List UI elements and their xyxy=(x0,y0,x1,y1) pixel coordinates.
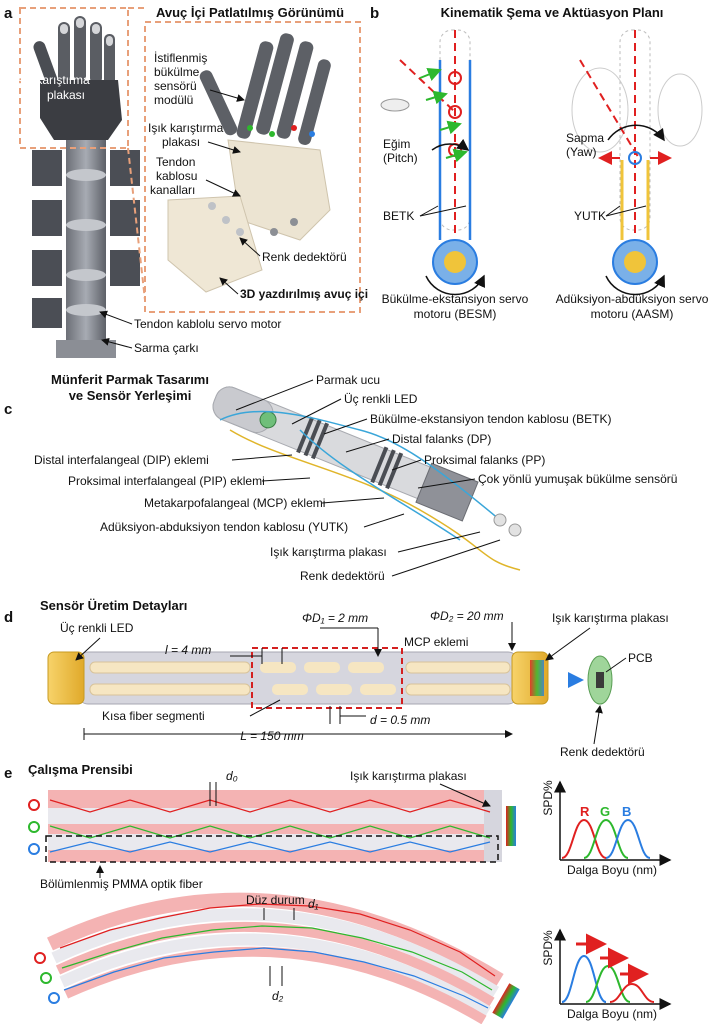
short-fiber-label: Kısa fiber segmenti xyxy=(102,709,205,723)
stacked-label-4: modülü xyxy=(154,93,193,107)
panel-c-letter: c xyxy=(4,401,12,418)
pitch-label-1: Eğim xyxy=(383,137,410,151)
panel-b-letter: b xyxy=(370,5,379,22)
stacked-label-2: bükülme xyxy=(154,65,200,79)
plate-label-line1: Işık karıştırma xyxy=(14,73,90,87)
sensor-fiber-illustration xyxy=(47,647,613,709)
spd-axis-label-2: SPD% xyxy=(541,930,555,966)
tendon-label-2: kablosu xyxy=(156,169,197,183)
exploded-palm-illustration xyxy=(167,33,331,293)
wheel-label: Sarma çarkı xyxy=(134,341,199,355)
panel-a-letter: a xyxy=(4,5,13,22)
panel-c-title-1: Münferit Parmak Tasarımı xyxy=(51,372,209,387)
spd-chart-straight xyxy=(554,780,672,866)
spd-chart-bent xyxy=(554,928,672,1010)
mcp-d-label: MCP eklemi xyxy=(404,635,468,649)
panel-c: c Münferit Parmak Tasarımı ve Sensör Yer… xyxy=(4,372,677,583)
servo-label: Tendon kablolu servo motor xyxy=(134,317,281,331)
r-label: R xyxy=(580,804,590,819)
panel-e-letter: e xyxy=(4,765,12,782)
l-label: l = 4 mm xyxy=(165,643,211,657)
betk-label: BETK xyxy=(383,209,414,223)
stacked-label-1: İstiflenmiş xyxy=(154,51,207,65)
besm-label-2: motoru (BESM) xyxy=(414,307,497,321)
panel-a: a xyxy=(4,5,368,358)
panel-e-title: Çalışma Prensibi xyxy=(28,762,133,777)
plate-e-label: Işık karıştırma plakası xyxy=(350,769,467,783)
b-label: B xyxy=(622,804,631,819)
dp-label: Distal falanks (DP) xyxy=(392,432,491,446)
pitch-label-2: (Pitch) xyxy=(383,151,418,165)
d1-label: d₁ xyxy=(308,897,319,911)
wavelength-label: Dalga Boyu (nm) xyxy=(567,863,657,877)
wavelength-label-2: Dalga Boyu (nm) xyxy=(567,1007,657,1021)
d2-label: d₂ xyxy=(272,989,284,1003)
detector-d-label: Renk dedektörü xyxy=(560,745,645,759)
plate-c-label: Işık karıştırma plakası xyxy=(270,545,387,559)
dip-label: Distal interfalangeal (DIP) eklemi xyxy=(34,453,209,467)
bent-fiber-illustration xyxy=(34,892,520,1024)
hand-highlight-box xyxy=(19,7,129,149)
panel-a-title: Avuç İçi Patlatılmış Görünümü xyxy=(156,5,344,20)
mix-plate-label-2: plakası xyxy=(162,135,200,149)
stacked-label-3: sensörü xyxy=(154,79,197,93)
plate-d-label: Işık karıştırma plakası xyxy=(552,611,669,625)
pcb-label: PCB xyxy=(628,651,653,665)
yaw-label-1: Sapma xyxy=(566,131,604,145)
L-label: L = 150 mm xyxy=(240,729,303,743)
phi-d2-label: ΦD₂ = 20 mm xyxy=(430,609,504,623)
tendon-label-1: Tendon xyxy=(156,155,195,169)
panel-c-title-2: ve Sensör Yerleşimi xyxy=(69,388,192,403)
panel-b-title: Kinematik Şema ve Aktüasyon Planı xyxy=(441,5,664,20)
panel-d-letter: d xyxy=(4,609,13,626)
yutk-cable-label: Adüksiyon-abduksiyon tendon kablosu (YUT… xyxy=(100,520,348,534)
yaw-label-2: (Yaw) xyxy=(566,145,596,159)
fiber-label: Bölümlenmiş PMMA optik fiber xyxy=(40,877,203,891)
exploded-view-box xyxy=(144,21,361,313)
besm-label-1: Bükülme-ekstansiyon servo xyxy=(382,292,529,306)
mix-plate-label-1: Işık karıştırma xyxy=(148,121,224,135)
pp-label: Proksimal falanks (PP) xyxy=(424,453,545,467)
palm-label: 3D yazdırılmış avuç içi xyxy=(240,287,368,301)
aasm-label-1: Adüksiyon-abdüksiyon servo xyxy=(556,292,709,306)
tendon-label-3: kanalları xyxy=(150,183,195,197)
straight-fiber-illustration xyxy=(28,790,516,863)
d0-label: d₀ xyxy=(226,769,238,783)
robot-hand-illustration xyxy=(32,16,140,358)
detector-label: Renk dedektörü xyxy=(262,250,347,264)
sensor-label: Çok yönlü yumuşak bükülme sensörü xyxy=(478,472,677,486)
g-label: G xyxy=(600,804,610,819)
pip-label: Proksimal interfalangeal (PIP) eklemi xyxy=(68,474,265,488)
flexion-schematic xyxy=(380,29,485,296)
abduction-schematic xyxy=(571,29,703,296)
aasm-label-2: motoru (AASM) xyxy=(591,307,674,321)
panel-d-title: Sensör Üretim Detayları xyxy=(40,598,187,613)
fingertip-label: Parmak ucu xyxy=(316,373,380,387)
finger-model-illustration xyxy=(212,386,522,571)
betk-cable-label: Bükülme-ekstansiyon tendon kablosu (BETK… xyxy=(370,412,611,426)
d-label: d = 0.5 mm xyxy=(370,713,430,727)
plate-label-line2: plakası xyxy=(47,88,85,102)
detector-c-label: Renk dedektörü xyxy=(300,569,385,583)
spd-axis-label: SPD% xyxy=(541,780,555,816)
yutk-label: YUTK xyxy=(574,209,606,223)
phi-d1-label: ΦD₁ = 2 mm xyxy=(302,611,368,625)
straight-state-label: Düz durum xyxy=(246,893,305,907)
panel-e: e Çalışma Prensibi d₀ Işık karıştırma pl… xyxy=(4,762,672,1024)
panel-b: b Kinematik Şema ve Aktüasyon Planı Eğim… xyxy=(370,5,709,321)
panel-d: d Sensör Üretim Detayları Üç renkli LED … xyxy=(4,598,669,759)
mcp-label: Metakarpofalangeal (MCP) eklemi xyxy=(144,496,325,510)
led-label: Üç renkli LED xyxy=(344,392,418,406)
led-d-label: Üç renkli LED xyxy=(60,621,134,635)
